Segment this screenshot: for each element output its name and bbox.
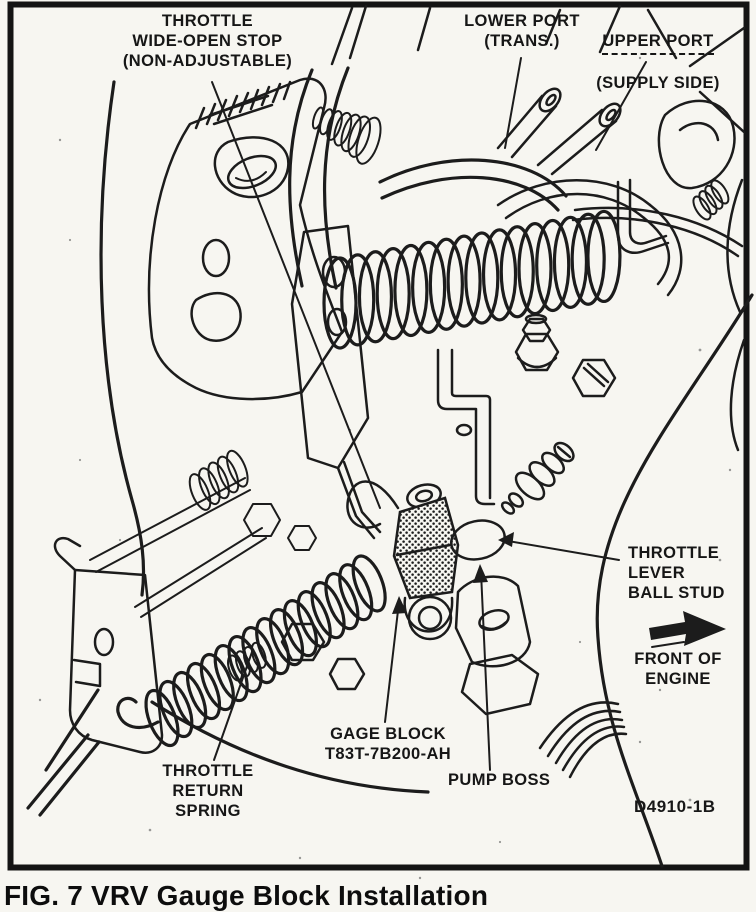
top-left-bracket bbox=[147, 77, 344, 401]
front-of-engine-arrow-icon bbox=[649, 611, 726, 648]
hex-bolts bbox=[514, 313, 617, 398]
lower-right-mount bbox=[454, 575, 628, 779]
label-pump-boss: PUMP BOSS bbox=[448, 771, 551, 789]
label-upper-port-sub: (SUPPLY SIDE) bbox=[596, 74, 720, 93]
background-engine-lines bbox=[330, 4, 746, 452]
label-throttle-wide-open-stop: THROTTLE WIDE-OPEN STOP (NON-ADJUSTABLE) bbox=[122, 12, 293, 70]
adjusting-screw bbox=[500, 441, 575, 515]
vrv-spring bbox=[307, 204, 637, 356]
left-engine-outline bbox=[26, 80, 146, 817]
label-front-of-engine: FRONT OF ENGINE bbox=[634, 650, 722, 688]
line-fittings bbox=[89, 477, 317, 618]
gage-block-drawing bbox=[346, 480, 460, 641]
center-bracket bbox=[436, 348, 496, 506]
ribbed-coupling bbox=[311, 106, 382, 165]
leader-lines bbox=[211, 57, 647, 771]
figure-caption: FIG. 7 VRV Gauge Block Installation bbox=[4, 880, 489, 911]
diagram-code: D4910-1B bbox=[634, 797, 716, 816]
throttle-return-spring-drawing bbox=[116, 545, 404, 756]
label-throttle-return-spring: THROTTLE RETURN SPRING bbox=[162, 762, 254, 820]
label-lower-port: LOWER PORT (TRANS.) bbox=[464, 12, 580, 50]
ribbed-tube-right bbox=[685, 175, 737, 225]
threaded-fitting bbox=[178, 444, 259, 516]
label-gage-block: GAGE BLOCK T83T-7B200-AH bbox=[324, 725, 452, 763]
figure-border bbox=[7, 1, 750, 871]
pump-boss-drawing bbox=[450, 519, 506, 561]
right-engine-outline bbox=[595, 293, 754, 868]
mounting-plate bbox=[53, 536, 164, 754]
lower-hex-nuts bbox=[280, 622, 366, 691]
label-throttle-lever-ball-stud: THROTTLE LEVER BALL STUD bbox=[628, 544, 725, 602]
label-upper-port-title: UPPER PORT bbox=[602, 32, 714, 55]
throttle-lever-arm bbox=[290, 224, 382, 540]
scan-noise bbox=[38, 56, 732, 880]
label-upper-port: UPPER PORT (SUPPLY SIDE) bbox=[583, 12, 733, 94]
upper-hose bbox=[288, 66, 350, 290]
